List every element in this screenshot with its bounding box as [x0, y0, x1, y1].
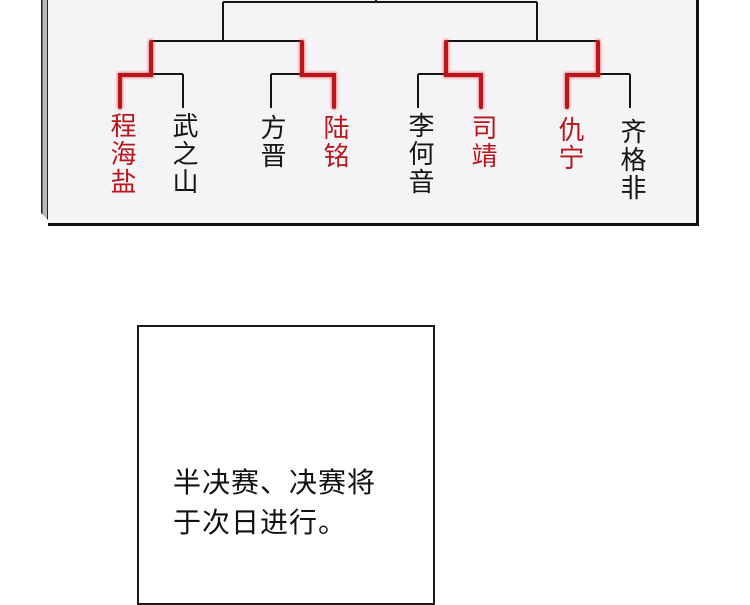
player-name-qi-gefei: 齐格非: [616, 118, 646, 202]
winner-paths: [117, 39, 601, 110]
player-name-cheng-haiyan: 程海盐: [106, 112, 136, 196]
notice-panel: 半决赛、决赛将 于次日进行。: [137, 325, 435, 605]
notice-text: 半决赛、决赛将 于次日进行。: [173, 463, 433, 543]
player-name-si-jing: 司靖: [467, 114, 497, 170]
player-name-wu-zhishan: 武之山: [168, 112, 198, 196]
player-name-lu-ming: 陆铭: [319, 114, 349, 170]
player-name-fang-jin: 方晋: [256, 114, 286, 170]
player-name-li-heyin: 李何音: [404, 112, 434, 196]
notice-line-2: 于次日进行。: [173, 506, 348, 539]
final-connector: [151, 0, 631, 108]
player-name-qiu-ning: 仇宁: [554, 116, 584, 172]
notice-line-1: 半决赛、决赛将: [173, 466, 377, 499]
bracket-lines: [117, 0, 631, 110]
tournament-board: [48, 0, 699, 226]
board-left-bevel: [41, 0, 49, 221]
